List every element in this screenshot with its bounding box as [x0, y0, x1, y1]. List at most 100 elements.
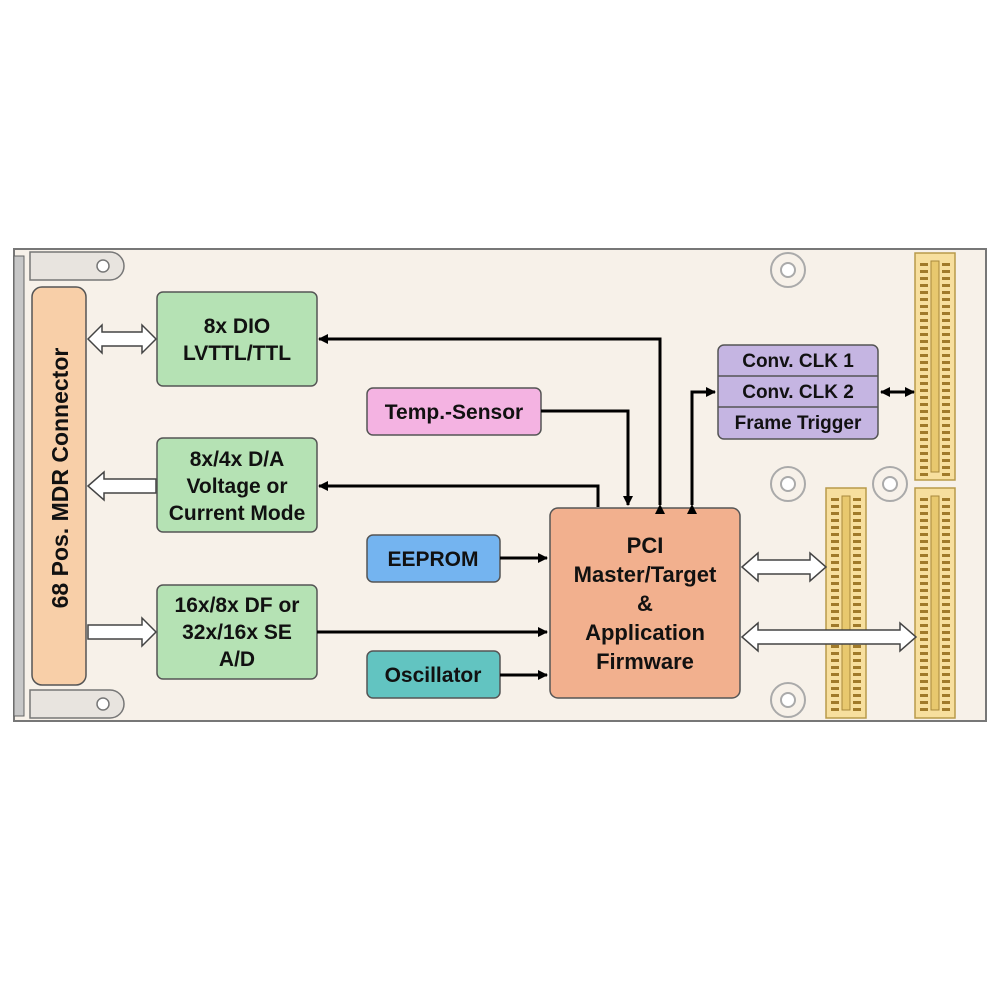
temp-sensor-label: Temp.-Sensor	[385, 401, 523, 424]
header-pin	[831, 589, 839, 592]
header-pin	[853, 645, 861, 648]
header-pin	[853, 617, 861, 620]
conv-clk1-label: Conv. CLK 1	[742, 351, 854, 372]
header-pin	[920, 445, 928, 448]
header-pin	[853, 652, 861, 655]
header-pin	[920, 666, 928, 669]
header-pin	[942, 568, 950, 571]
dio-label-line2: LVTTL/TTL	[183, 342, 291, 365]
header-pin	[942, 431, 950, 434]
header-pin	[942, 340, 950, 343]
eeprom-block: EEPROM	[366, 534, 501, 583]
da-label-line1: 8x/4x D/A	[190, 448, 285, 471]
header-pin	[942, 424, 950, 427]
ad-label-line1: 16x/8x DF or	[175, 594, 300, 617]
header-pin	[942, 305, 950, 308]
header-pin	[920, 498, 928, 501]
ad-label-line2: 32x/16x SE	[182, 621, 292, 644]
header-pin	[920, 582, 928, 585]
header-pin	[942, 680, 950, 683]
header-pin	[942, 319, 950, 322]
header-pin	[920, 354, 928, 357]
mounting-hole	[770, 466, 806, 502]
header-pin	[920, 561, 928, 564]
pci-label-line2: Master/Target	[574, 562, 717, 587]
header-pin	[942, 554, 950, 557]
header-pin	[942, 603, 950, 606]
header-pin	[831, 624, 839, 627]
da-block: 8x/4x D/A Voltage or Current Mode	[156, 437, 318, 533]
pin-header-bottom-middle	[825, 487, 867, 719]
temp-sensor-block: Temp.-Sensor	[366, 387, 542, 436]
header-pin	[853, 512, 861, 515]
header-pin	[942, 347, 950, 350]
pci-label-line4: Application	[585, 620, 705, 645]
header-pin	[853, 540, 861, 543]
header-pin	[831, 519, 839, 522]
header-pin	[942, 582, 950, 585]
eeprom-label: EEPROM	[387, 548, 478, 571]
header-pin	[920, 638, 928, 641]
header-pin	[920, 575, 928, 578]
header-pin	[920, 554, 928, 557]
header-pin	[920, 631, 928, 634]
header-pin	[853, 687, 861, 690]
oscillator-block: Oscillator	[366, 650, 501, 699]
header-pin	[920, 452, 928, 455]
oscillator-label: Oscillator	[385, 664, 482, 687]
mdr-connector: 68 Pos. MDR Connector	[31, 286, 87, 686]
front-panel-rail	[13, 255, 25, 717]
header-pin	[920, 396, 928, 399]
header-pin	[942, 645, 950, 648]
header-pin	[853, 659, 861, 662]
header-pin	[831, 610, 839, 613]
header-pin	[853, 589, 861, 592]
header-pin	[831, 547, 839, 550]
header-pin	[942, 512, 950, 515]
pci-header-bus-arrow-upper	[740, 551, 828, 583]
header-pin	[920, 340, 928, 343]
header-pin	[831, 498, 839, 501]
header-pin	[831, 561, 839, 564]
pin-header-top-right	[914, 252, 956, 481]
header-pin	[942, 533, 950, 536]
header-pin	[853, 603, 861, 606]
da-connector-bus-arrow	[86, 470, 157, 502]
header-pin	[831, 596, 839, 599]
header-pin	[920, 277, 928, 280]
header-pin	[920, 610, 928, 613]
header-pin	[853, 561, 861, 564]
pci-to-clock-line	[687, 387, 716, 514]
header-pin	[920, 291, 928, 294]
top-ejector	[29, 251, 125, 281]
header-pin	[920, 417, 928, 420]
header-pin	[942, 298, 950, 301]
header-pin	[942, 326, 950, 329]
header-pin	[920, 333, 928, 336]
header-pin	[920, 680, 928, 683]
header-pin	[920, 368, 928, 371]
ad-label-line3: A/D	[219, 648, 255, 671]
pci-to-da-line	[318, 481, 600, 507]
header-pin	[920, 589, 928, 592]
header-pin	[942, 389, 950, 392]
header-pin	[942, 396, 950, 399]
header-pin	[853, 666, 861, 669]
header-pin	[920, 431, 928, 434]
mdr-connector-label: 68 Pos. MDR Connector	[47, 348, 73, 609]
header-pin	[942, 701, 950, 704]
header-pin	[942, 452, 950, 455]
header-pin	[853, 505, 861, 508]
header-pin	[831, 540, 839, 543]
header-pin	[920, 617, 928, 620]
header-pin	[920, 505, 928, 508]
header-pin	[831, 645, 839, 648]
header-pin	[942, 445, 950, 448]
top-ejector-hole	[96, 259, 110, 273]
header-pin	[920, 645, 928, 648]
header-pin	[853, 568, 861, 571]
header-pin	[920, 305, 928, 308]
header-pin	[831, 512, 839, 515]
header-pin	[920, 512, 928, 515]
